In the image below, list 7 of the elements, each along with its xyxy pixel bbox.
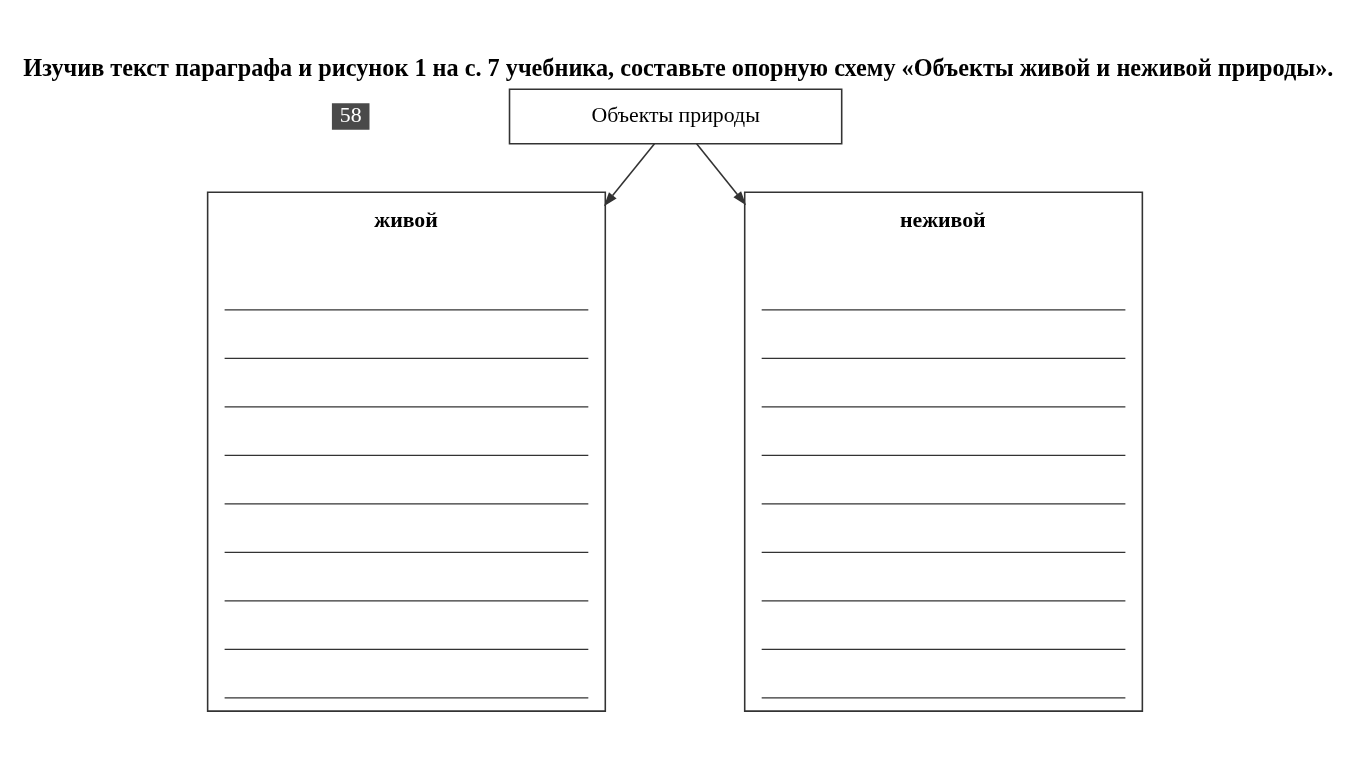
arrow [603, 142, 656, 206]
diagram-title: Изучив текст параграфа и рисунок 1 на с. 7 учебника, составьте опорную схему «Объекты живой и неживой природы». [23, 53, 1334, 81]
arrow [695, 142, 747, 205]
node-box: Объекты природы [508, 87, 843, 145]
node-box: неживой [743, 191, 1144, 712]
label: 58 [339, 102, 362, 127]
node-box: живой [206, 191, 607, 712]
